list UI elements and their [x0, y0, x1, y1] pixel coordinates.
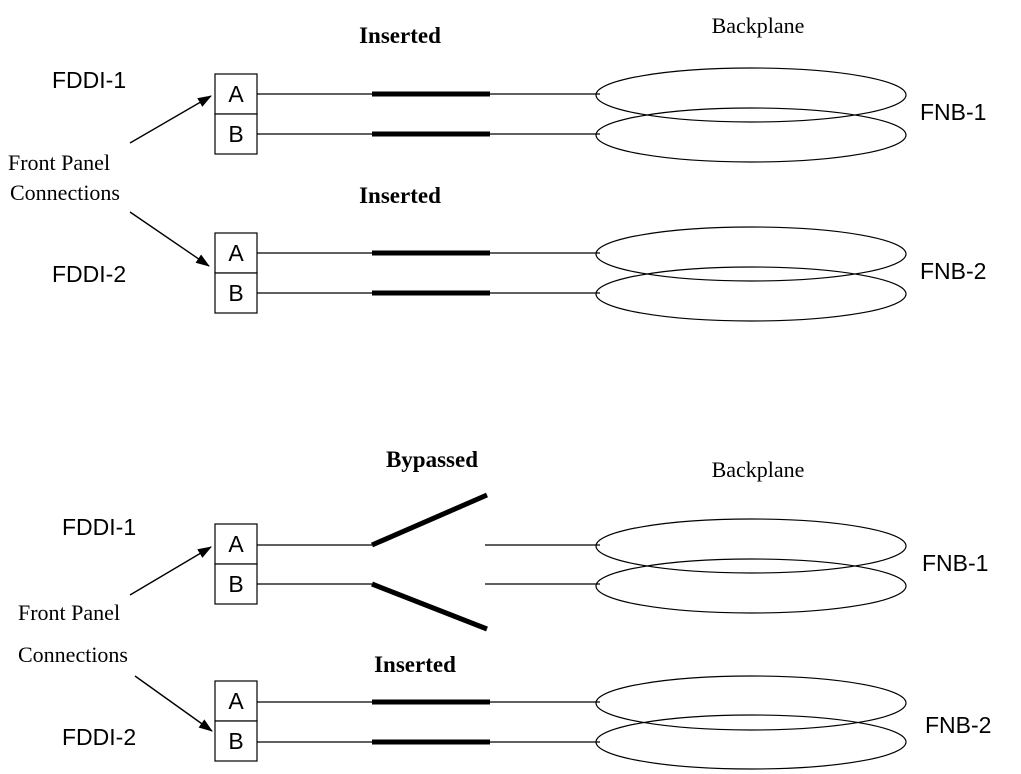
bottom-fddi2-port-a [214, 680, 258, 722]
bottom-fddi2-port-b-label: B [228, 728, 243, 754]
top-diagram: Inserted Backplane FDDI-1 A B FNB-1 Fron… [8, 13, 986, 322]
top-fnb2-ring-b [595, 266, 907, 322]
top-fddi2-port-b [214, 272, 258, 314]
top-fnb1-ring-a [595, 67, 907, 123]
bottom-fddi1-label: FDDI-1 [62, 514, 136, 540]
bottom-fnb2-label: FNB-2 [925, 712, 991, 738]
top-fddi1-label: FDDI-1 [52, 67, 126, 93]
top-front-panel-arrow-up [129, 95, 212, 144]
bottom-fddi1-state-label: Bypassed [386, 447, 478, 472]
top-fddi2-port-a-label: A [228, 240, 244, 266]
top-fddi1-port-a-label: A [228, 81, 244, 107]
top-fnb2-label: FNB-2 [920, 258, 986, 284]
bottom-diagram: Bypassed Backplane FDDI-1 A B FNB-1 Fron… [18, 447, 991, 770]
top-fnb1-ring-b [595, 107, 907, 163]
bottom-fnb1-ring-b [595, 558, 907, 614]
bottom-fddi2-state-label: Inserted [374, 652, 456, 677]
top-backplane-label: Backplane [712, 13, 805, 38]
bottom-fnb2-ring-b [595, 714, 907, 770]
bottom-fddi1-switch-a-open [371, 492, 488, 548]
bottom-front-panel-label-line1: Front Panel [18, 600, 120, 625]
top-front-panel-label-line1: Front Panel [8, 150, 110, 175]
bottom-fnb2-ring-a [595, 675, 907, 731]
top-fddi1-state-label: Inserted [359, 23, 441, 48]
bottom-backplane-label: Backplane [712, 457, 805, 482]
bottom-front-panel-arrow-up [129, 546, 212, 596]
top-fddi1-port-b [214, 113, 258, 155]
top-fddi2-port-a [214, 232, 258, 274]
bottom-front-panel-arrow-down [134, 675, 213, 732]
top-front-panel-arrow-down [129, 211, 210, 267]
top-fddi2-port-b-label: B [228, 280, 243, 306]
bottom-fddi2-port-b [214, 720, 258, 762]
bottom-fddi2-label: FDDI-2 [62, 724, 136, 750]
top-fddi1-port-a [214, 73, 258, 115]
bottom-fddi1-port-a-label: A [228, 531, 244, 557]
bottom-fnb1-ring-a [595, 518, 907, 574]
top-fddi1-port-b-label: B [228, 121, 243, 147]
top-fddi2-state-label: Inserted [359, 183, 441, 208]
bottom-fddi1-port-b-label: B [228, 571, 243, 597]
bottom-fddi2-port-a-label: A [228, 688, 244, 714]
top-fddi2-label: FDDI-2 [52, 261, 126, 287]
top-fnb2-ring-a [595, 226, 907, 282]
top-fnb1-label: FNB-1 [920, 99, 986, 125]
bottom-fddi1-port-b [214, 563, 258, 605]
top-front-panel-label-line2: Connections [10, 180, 120, 205]
bottom-fnb1-label: FNB-1 [922, 550, 988, 576]
bottom-fddi1-switch-b-open [371, 581, 488, 632]
bottom-front-panel-label-line2: Connections [18, 642, 128, 667]
